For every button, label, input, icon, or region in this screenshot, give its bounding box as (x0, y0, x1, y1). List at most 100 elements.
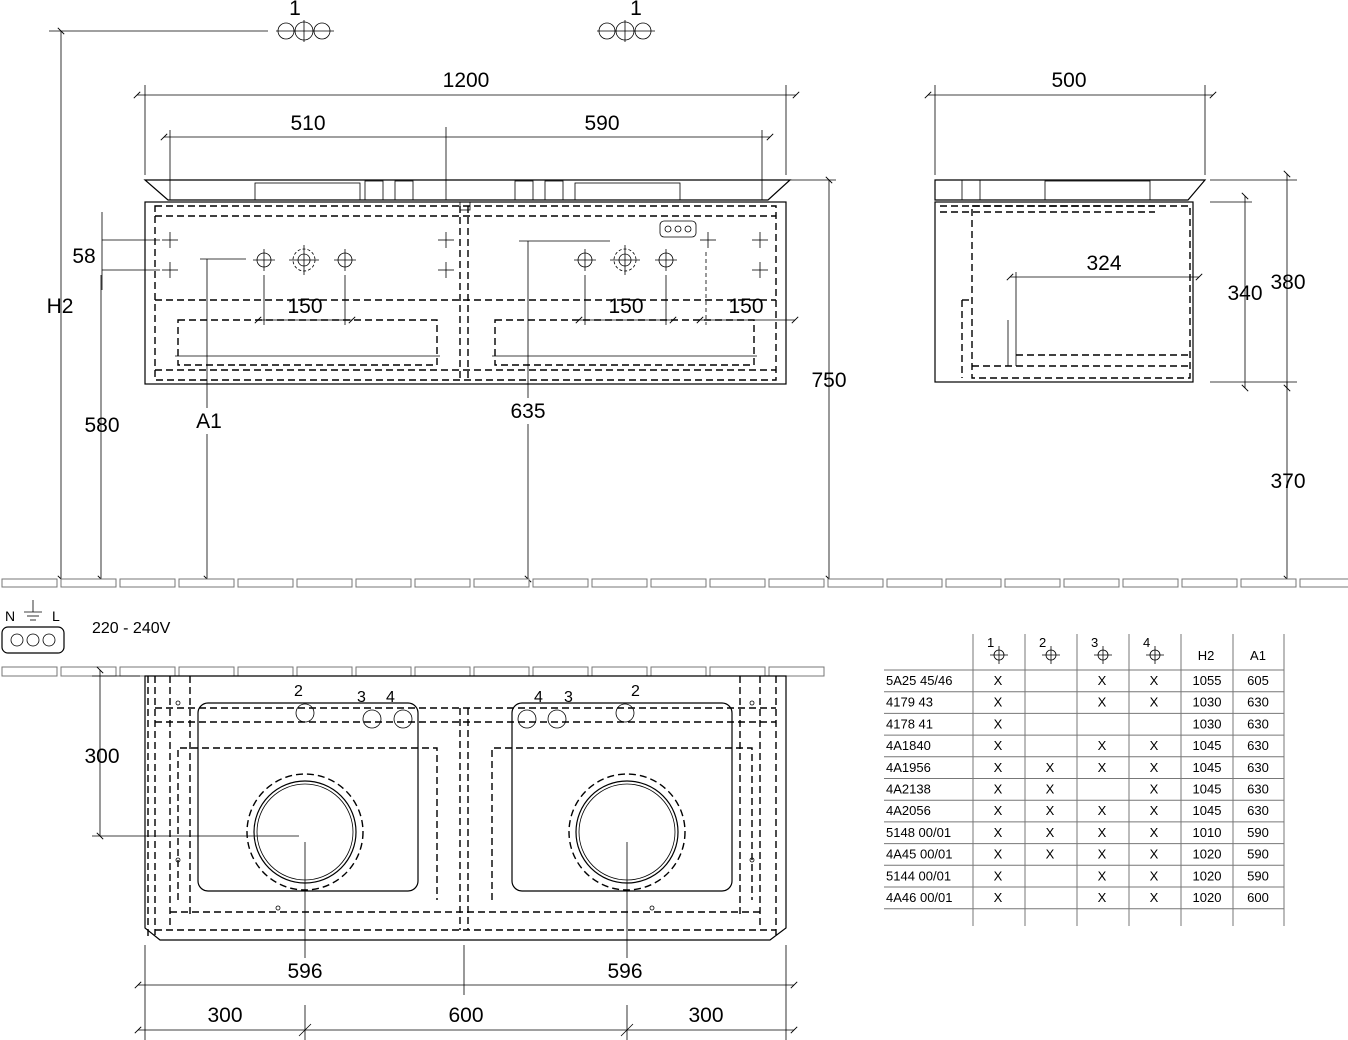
table-cell: 1030 (1193, 695, 1222, 710)
wall-tile (591, 666, 648, 677)
floor-tile (1004, 578, 1061, 588)
dimension-spacing-mid: 150 (608, 295, 643, 318)
socket-icon (1, 626, 65, 654)
table-cell-code: 4179 43 (886, 695, 933, 710)
side-cabinet (934, 201, 1194, 383)
table-header-3: 3 (1091, 635, 1098, 650)
table-cell: X (1046, 782, 1055, 797)
floor-tile (945, 578, 1002, 588)
floor-tile (532, 578, 589, 588)
wall-tile (473, 666, 530, 677)
table-cell: X (994, 803, 1003, 818)
table-cell: X (1150, 847, 1159, 862)
table-cell: X (1098, 760, 1107, 775)
table-cell: X (1150, 695, 1159, 710)
side-countertop (934, 179, 1207, 201)
cabinet-front (144, 201, 787, 385)
table-cell: X (1046, 847, 1055, 862)
table-cell: 1045 (1193, 803, 1222, 818)
tap-marker-right-label: 1 (630, 0, 642, 20)
table-cell: X (1150, 738, 1159, 753)
table-cell: 1055 (1193, 673, 1222, 688)
table-cell: X (994, 760, 1003, 775)
table-cell: X (1150, 760, 1159, 775)
dimension-bowl-right: 596 (607, 960, 642, 983)
table-cell: X (1098, 825, 1107, 840)
plan-label-left-2: 2 (294, 683, 303, 700)
table-header-2: 2 (1039, 635, 1046, 650)
table-cell: X (994, 782, 1003, 797)
table-cell: 1020 (1193, 847, 1222, 862)
table-cell: X (1150, 673, 1159, 688)
wall-tile (119, 666, 176, 677)
floor-tile (60, 578, 117, 588)
dimension-750: 750 (811, 369, 846, 392)
table-cell-code: 4A46 00/01 (886, 890, 953, 905)
dimension-inner-depth: 324 (1086, 252, 1121, 275)
table-cell: 630 (1247, 716, 1269, 731)
table-cell: 1020 (1193, 890, 1222, 905)
dimension-bowl-left: 596 (287, 960, 322, 983)
floor-tile (178, 578, 235, 588)
table-cell: 1020 (1193, 868, 1222, 883)
table-cell: X (994, 847, 1003, 862)
dimension-58: 58 (72, 245, 95, 268)
table-cell: 590 (1247, 825, 1269, 840)
dimension-floor-clearance: 370 (1270, 470, 1305, 493)
table-cell: 1045 (1193, 760, 1222, 775)
floor-tile (768, 578, 825, 588)
table-cell: X (994, 868, 1003, 883)
table-cell: 590 (1247, 868, 1269, 883)
table-cell: X (994, 673, 1003, 688)
dimension-spacing-right: 150 (728, 295, 763, 318)
countertop (143, 179, 792, 201)
table-cell: 1045 (1193, 782, 1222, 797)
wall-tile (709, 666, 766, 677)
label-live: L (52, 608, 60, 624)
table-cell: X (994, 716, 1003, 731)
floor-tile (1240, 578, 1297, 588)
table-cell: X (994, 825, 1003, 840)
wall-tile (296, 666, 353, 677)
wall-tile (650, 666, 707, 677)
floor-line (1, 578, 1348, 588)
plan-outline (144, 675, 787, 941)
label-neutral: N (5, 608, 15, 624)
table-cell: X (1098, 890, 1107, 905)
floor-tile (1122, 578, 1179, 588)
wall-tile (60, 666, 117, 677)
table-header-h2: H2 (1198, 648, 1215, 663)
floor-tile (355, 578, 412, 588)
floor-tile (1, 578, 58, 588)
table-cell: X (1046, 760, 1055, 775)
dimension-plan-depth: 300 (84, 745, 119, 768)
wall-line (1, 666, 825, 677)
label-voltage: 220 - 240V (92, 620, 171, 637)
dimension-edge-right: 300 (688, 1004, 723, 1027)
plan-label-left-3: 3 (357, 689, 366, 706)
wall-tile (532, 666, 589, 677)
table-cell: X (1150, 782, 1159, 797)
floor-tile (886, 578, 943, 588)
table-cell-code: 4A1956 (886, 760, 931, 775)
table-cell-code: 4A45 00/01 (886, 847, 953, 862)
table-cell: X (1098, 738, 1107, 753)
table-cell: X (1150, 825, 1159, 840)
table-cell: 1045 (1193, 738, 1222, 753)
table-cell: 630 (1247, 803, 1269, 818)
plan-label-right-3: 3 (564, 689, 573, 706)
floor-tile (237, 578, 294, 588)
floor-tile (296, 578, 353, 588)
table-cell: X (1098, 803, 1107, 818)
tap-marker-right: 1 (597, 0, 655, 42)
wall-tile (237, 666, 294, 677)
dimension-left-span: 510 (290, 112, 325, 135)
table-cell: 590 (1247, 847, 1269, 862)
table-cell: 605 (1247, 673, 1269, 688)
side-view: 500 324 340 380 370 (924, 69, 1306, 583)
dimension-body-height: 380 (1270, 271, 1305, 294)
floor-tile (119, 578, 176, 588)
table-cell: X (1098, 695, 1107, 710)
table-cell-code: 5148 00/01 (886, 825, 951, 840)
